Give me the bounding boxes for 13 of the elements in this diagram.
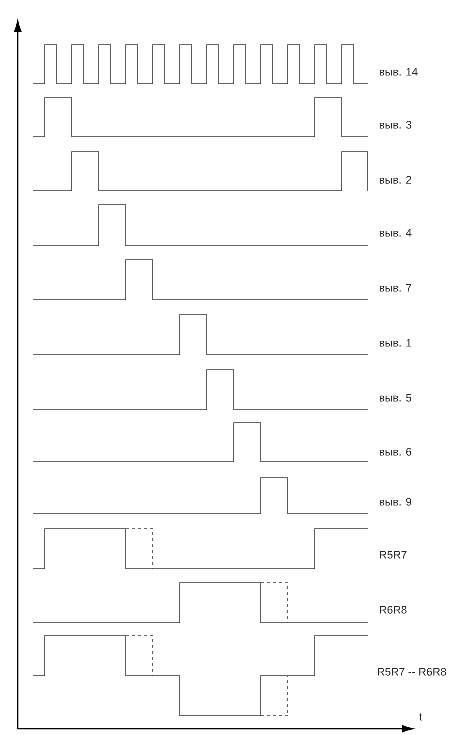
signal-label: выв. 4 <box>380 229 412 237</box>
signal-label: выв. 5 <box>380 394 412 402</box>
signal-label: выв. 7 <box>380 284 412 292</box>
signal-label: выв. 14 <box>380 68 418 76</box>
signal-label: R5R7 -- R6R8 <box>378 668 446 676</box>
axis-label: t <box>420 714 422 721</box>
signal-label: выв. 6 <box>380 448 412 456</box>
signal-label: выв. 3 <box>380 121 412 129</box>
signal-label: выв. 1 <box>380 339 412 347</box>
signal-label: R5R7 <box>380 551 407 559</box>
signal-label: R6R8 <box>380 606 407 614</box>
signal-label: выв. 9 <box>380 498 412 506</box>
signal-label: выв. 2 <box>380 176 412 184</box>
